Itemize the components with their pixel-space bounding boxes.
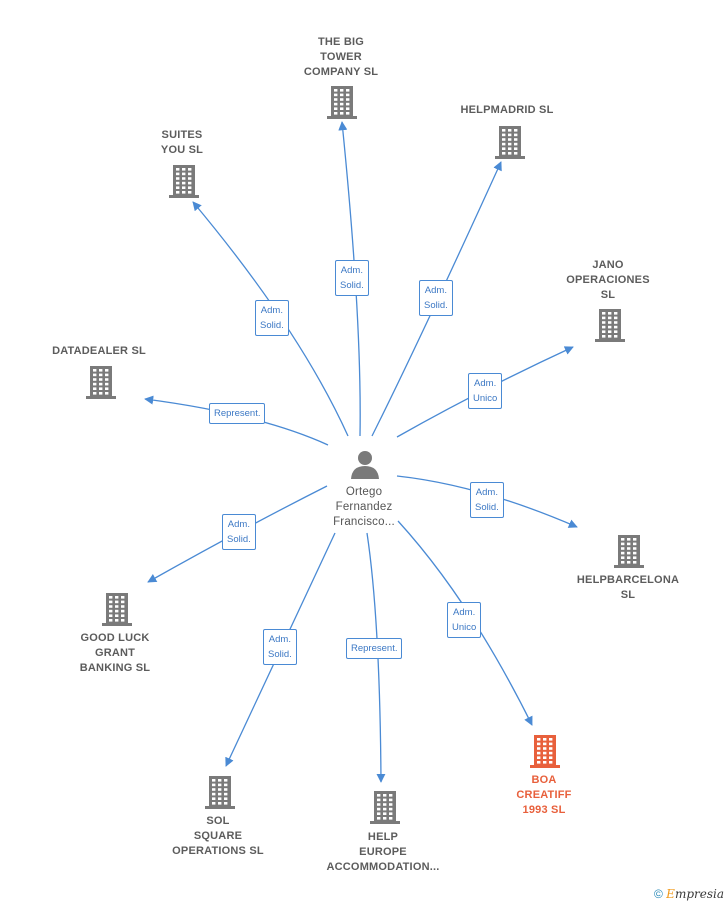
company-node-big-tower[interactable] [327, 84, 357, 125]
edge-big-tower [338, 121, 361, 437]
building-icon [530, 735, 560, 768]
role-label-datadealer: Represent. [209, 402, 266, 424]
company-node-helpbarcelona[interactable] [614, 533, 644, 574]
company-label-help-europe[interactable]: HELP EUROPE ACCOMMODATION... [326, 831, 440, 873]
building-icon [595, 309, 625, 342]
edge-helpmadrid [371, 161, 502, 437]
company-label-helpmadrid[interactable]: HELPMADRID SL [460, 104, 554, 116]
role-label-help-europe: Represent. [346, 637, 403, 659]
company-label-sol-square[interactable]: SOL SQUARE OPERATIONS SL [172, 815, 264, 857]
building-icon [102, 593, 132, 626]
company-label-suites-you[interactable]: SUITES YOU SL [160, 129, 204, 156]
building-icon [614, 535, 644, 568]
role-label-suites-you: Adm. Solid. [255, 300, 289, 336]
company-node-helpmadrid[interactable] [495, 124, 525, 165]
company-label-helpbarcelona[interactable]: HELPBARCELONA SL [576, 574, 680, 601]
building-icon [169, 165, 199, 198]
company-node-datadealer[interactable] [86, 364, 116, 405]
footer: © Empresia [654, 887, 724, 901]
role-label-sol-square: Adm. Solid. [263, 629, 297, 665]
role-label-boa: Adm. Unico [447, 602, 482, 638]
company-label-big-tower[interactable]: THE BIG TOWER COMPANY SL [303, 36, 379, 78]
company-node-sol-square[interactable] [205, 774, 235, 815]
person-node[interactable] [350, 449, 380, 484]
company-node-jano[interactable] [595, 307, 625, 348]
company-node-help-europe[interactable] [370, 789, 400, 830]
building-icon [495, 126, 525, 159]
company-label-good-luck[interactable]: GOOD LUCK GRANT BANKING SL [79, 632, 151, 674]
building-icon [370, 791, 400, 824]
person-label[interactable]: Ortego Fernandez Francisco... [333, 486, 395, 528]
building-icon [86, 366, 116, 399]
role-label-good-luck: Adm. Solid. [222, 514, 256, 550]
copyright-icon: © [653, 887, 663, 901]
company-label-boa[interactable]: BOA CREATIFF 1993 SL [516, 774, 572, 816]
person-icon [351, 451, 379, 479]
building-icon [205, 776, 235, 809]
building-icon [327, 86, 357, 119]
role-label-big-tower: Adm. Solid. [335, 260, 369, 296]
role-label-jano: Adm. Unico [468, 373, 503, 409]
company-node-boa[interactable] [530, 733, 560, 774]
brand-logo: Empresia [666, 887, 724, 901]
role-label-helpbarcelona: Adm. Solid. [470, 482, 504, 518]
company-node-suites-you[interactable] [169, 163, 199, 204]
company-label-jano[interactable]: JANO OPERACIONES SL [566, 259, 650, 301]
role-label-helpmadrid: Adm. Solid. [419, 280, 453, 316]
company-label-datadealer[interactable]: DATADEALER SL [52, 345, 146, 357]
company-node-good-luck[interactable] [102, 591, 132, 632]
